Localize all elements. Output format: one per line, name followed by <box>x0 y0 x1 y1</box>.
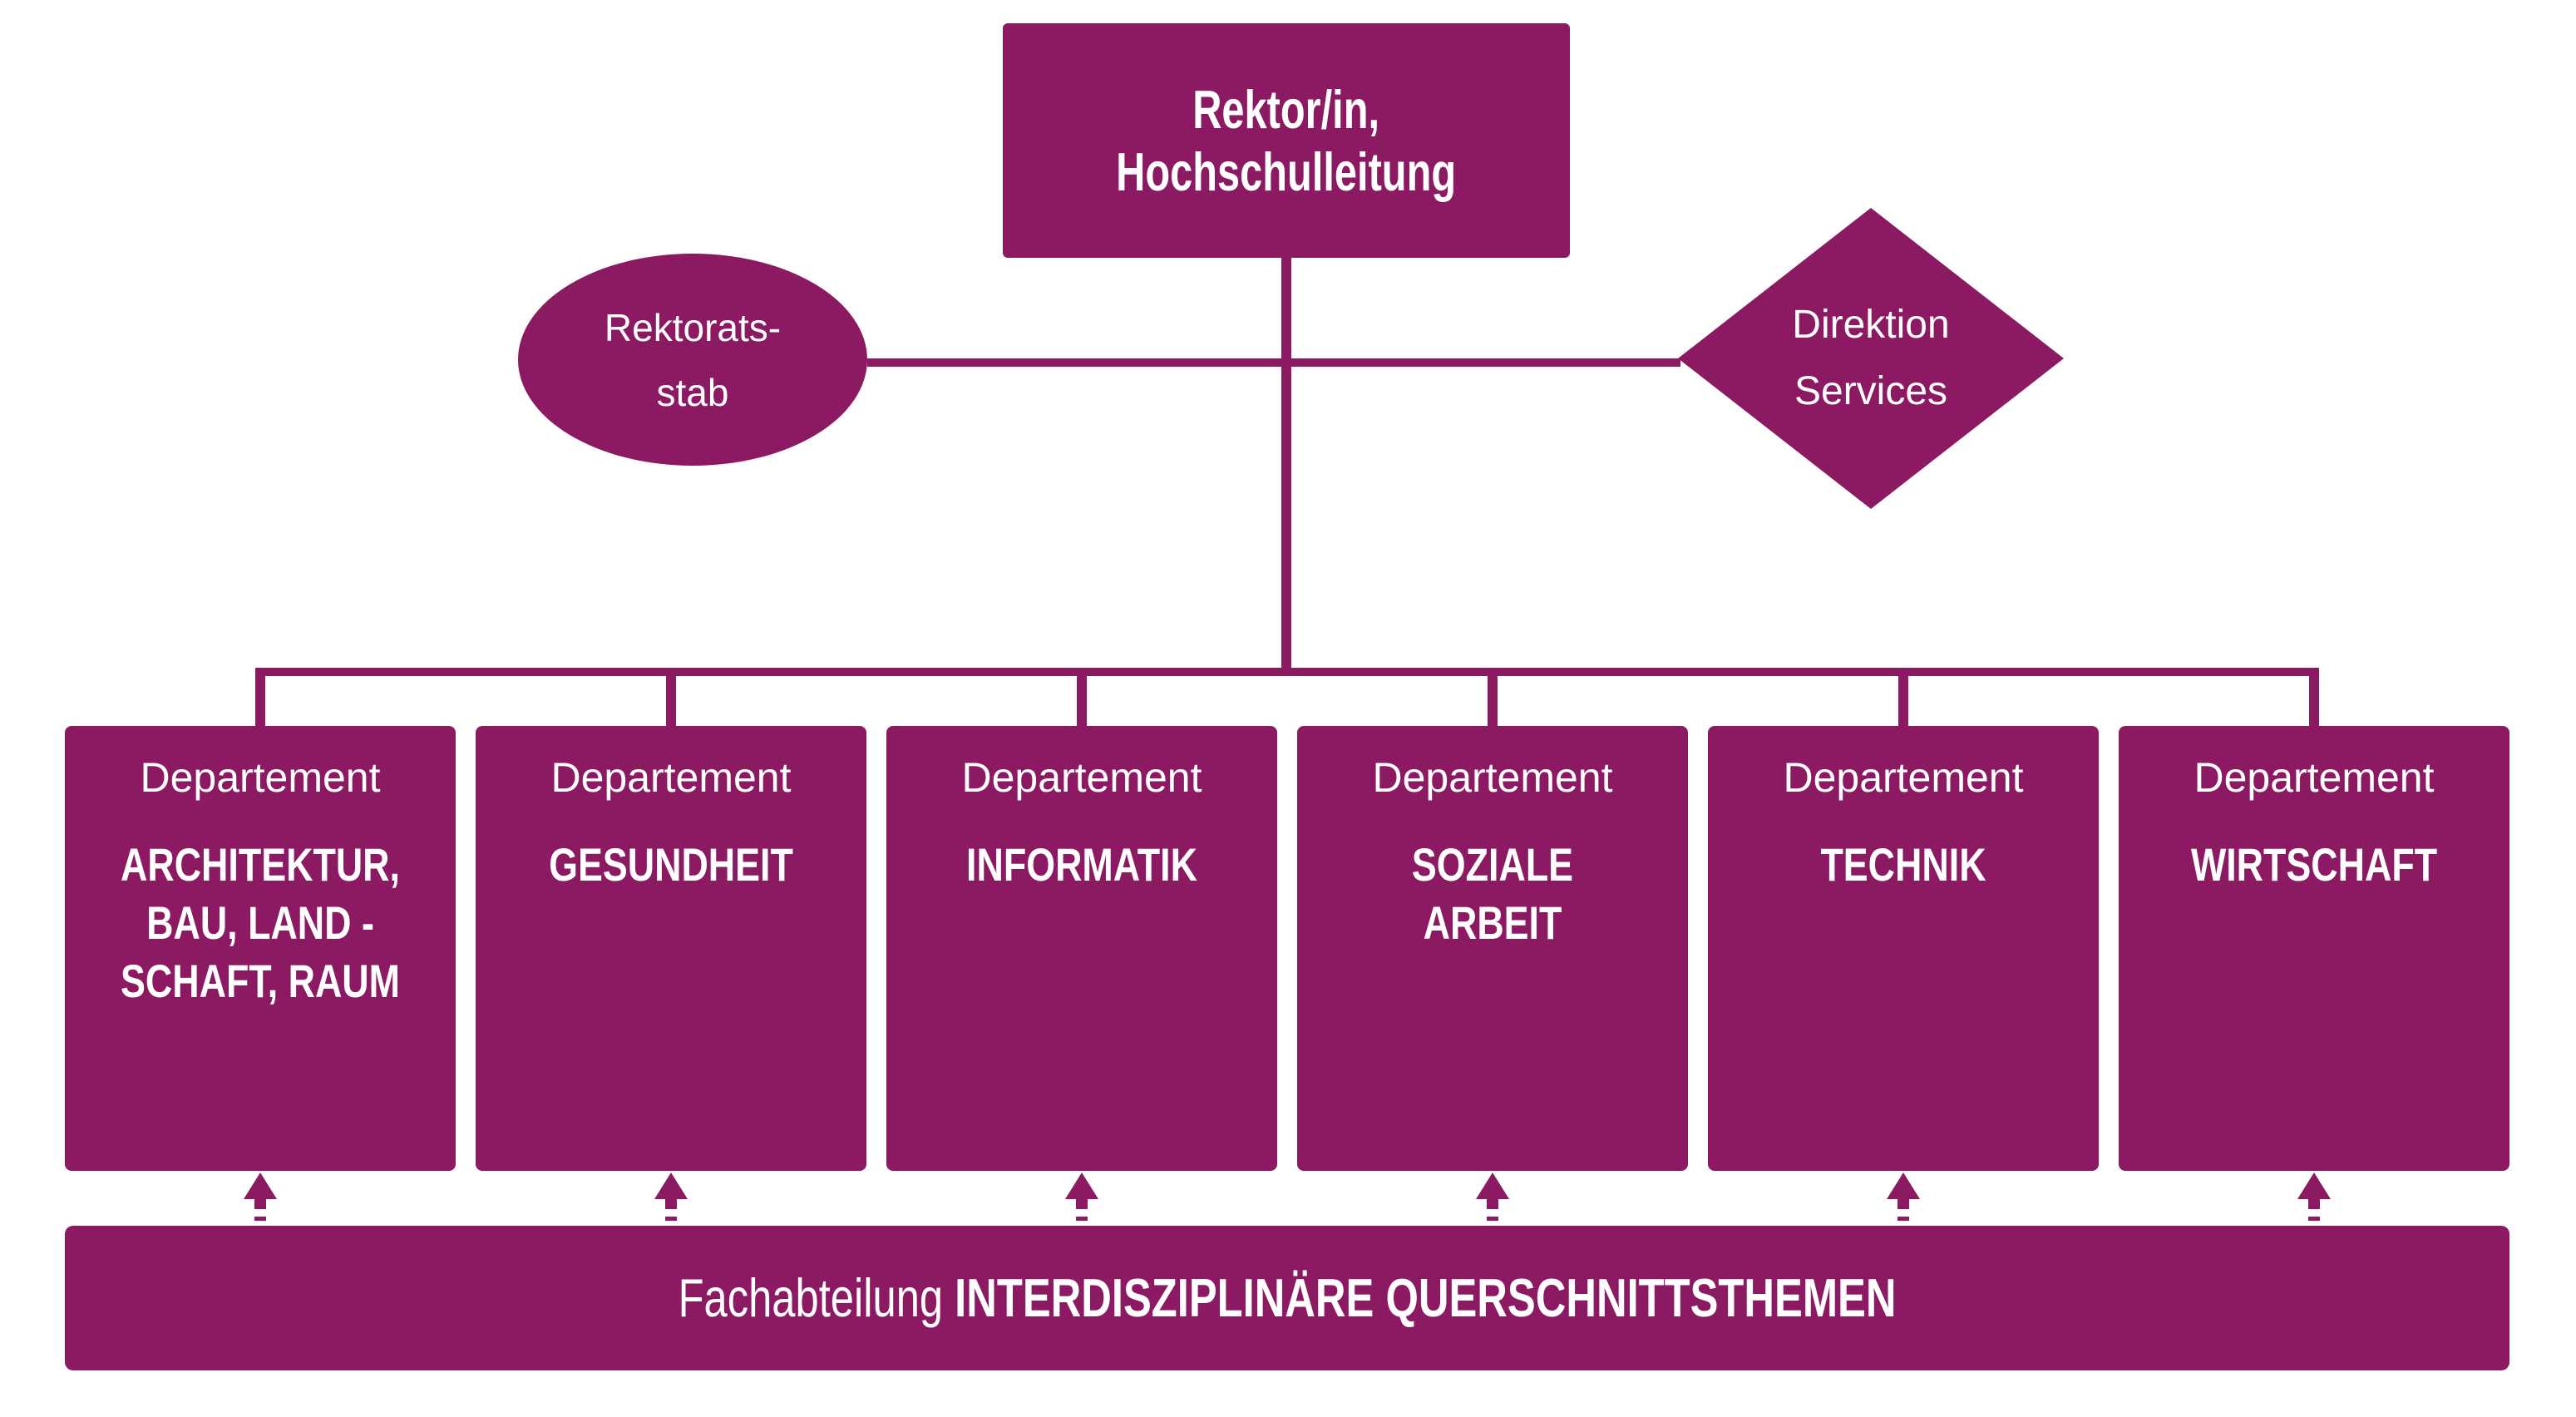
fachabteilung-prefix: Fachabteilung <box>678 1267 944 1328</box>
connector-stub-2 <box>666 676 676 726</box>
dashed-up-arrow-icon <box>2297 1173 2331 1221</box>
arrow-stem <box>665 1199 677 1209</box>
arrow-stem <box>2308 1199 2320 1209</box>
arrow-dash <box>665 1217 677 1221</box>
node-departement-informatik: Departement INFORMATIK <box>886 726 1277 1171</box>
node-direktion-services: Direktion Services <box>1678 208 2064 509</box>
departement-prefix: Departement <box>1783 754 2024 801</box>
arrow-stem <box>254 1199 266 1209</box>
dashed-up-arrow-icon <box>654 1173 688 1221</box>
departement-name: INFORMATIK <box>966 838 1197 891</box>
departement-prefix: Departement <box>140 754 381 801</box>
departement-name: SOZIALE ARBEIT <box>1411 838 1574 949</box>
departement-name: GESUNDHEIT <box>549 838 793 891</box>
arrow-head <box>654 1173 688 1199</box>
arrow-dash <box>1897 1217 1909 1221</box>
connector-vertical-main <box>1281 258 1291 676</box>
arrow-dash <box>1487 1217 1498 1221</box>
node-departement-wirtschaft: Departement WIRTSCHAFT <box>2119 726 2509 1171</box>
departement-name: ARCHITEKTUR, BAU, LAND - SCHAFT, RAUM <box>121 838 400 1007</box>
departement-name: TECHNIK <box>1820 838 1986 891</box>
connector-horizontal-departments <box>255 668 2319 676</box>
arrow-head <box>1065 1173 1098 1199</box>
dashed-up-arrow-icon <box>1065 1173 1098 1221</box>
arrow-head <box>2297 1173 2331 1199</box>
departement-prefix: Departement <box>2194 754 2435 801</box>
connector-stub-1 <box>255 676 265 726</box>
arrow-dash <box>1076 1217 1088 1221</box>
connector-stub-6 <box>2309 676 2319 726</box>
arrow-stem <box>1487 1199 1498 1209</box>
arrow-dash <box>254 1217 266 1221</box>
node-departement-soziale-arbeit: Departement SOZIALE ARBEIT <box>1297 726 1688 1171</box>
node-rektoratsstab-label: Rektorats- stab <box>604 305 782 414</box>
node-departement-gesundheit: Departement GESUNDHEIT <box>476 726 866 1171</box>
departement-name: WIRTSCHAFT <box>2190 838 2438 891</box>
arrow-head <box>1476 1173 1509 1199</box>
arrow-head <box>1887 1173 1920 1199</box>
arrow-stem <box>1897 1199 1909 1209</box>
node-direktion-services-label: Direktion Services <box>1792 303 1950 413</box>
departement-prefix: Departement <box>1372 754 1613 801</box>
connector-stub-5 <box>1898 676 1908 726</box>
arrow-stem <box>1076 1199 1088 1209</box>
arrow-head <box>244 1173 277 1199</box>
dashed-up-arrow-icon <box>1887 1173 1920 1221</box>
departement-prefix: Departement <box>961 754 1202 801</box>
fachabteilung-title: INTERDISZIPLINÄRE QUERSCHNITTSTHEMEN <box>955 1267 1897 1328</box>
arrow-dash <box>2308 1217 2320 1221</box>
connector-horizontal-branch <box>867 358 1680 367</box>
node-rektorat-hochschulleitung: Rektor/in, Hochschulleitung <box>1003 23 1570 258</box>
connector-stub-4 <box>1488 676 1498 726</box>
dashed-up-arrow-icon <box>1476 1173 1509 1221</box>
node-departement-architektur-bau-landschaft-raum: Departement ARCHITEKTUR, BAU, LAND - SCH… <box>65 726 456 1171</box>
node-rektorat-label: Rektor/in, Hochschulleitung <box>1116 79 1457 202</box>
departement-prefix: Departement <box>550 754 792 801</box>
node-rektoratsstab: Rektorats- stab <box>518 254 867 466</box>
dashed-up-arrow-icon <box>244 1173 277 1221</box>
connector-stub-3 <box>1077 676 1087 726</box>
node-departement-technik: Departement TECHNIK <box>1708 726 2099 1171</box>
